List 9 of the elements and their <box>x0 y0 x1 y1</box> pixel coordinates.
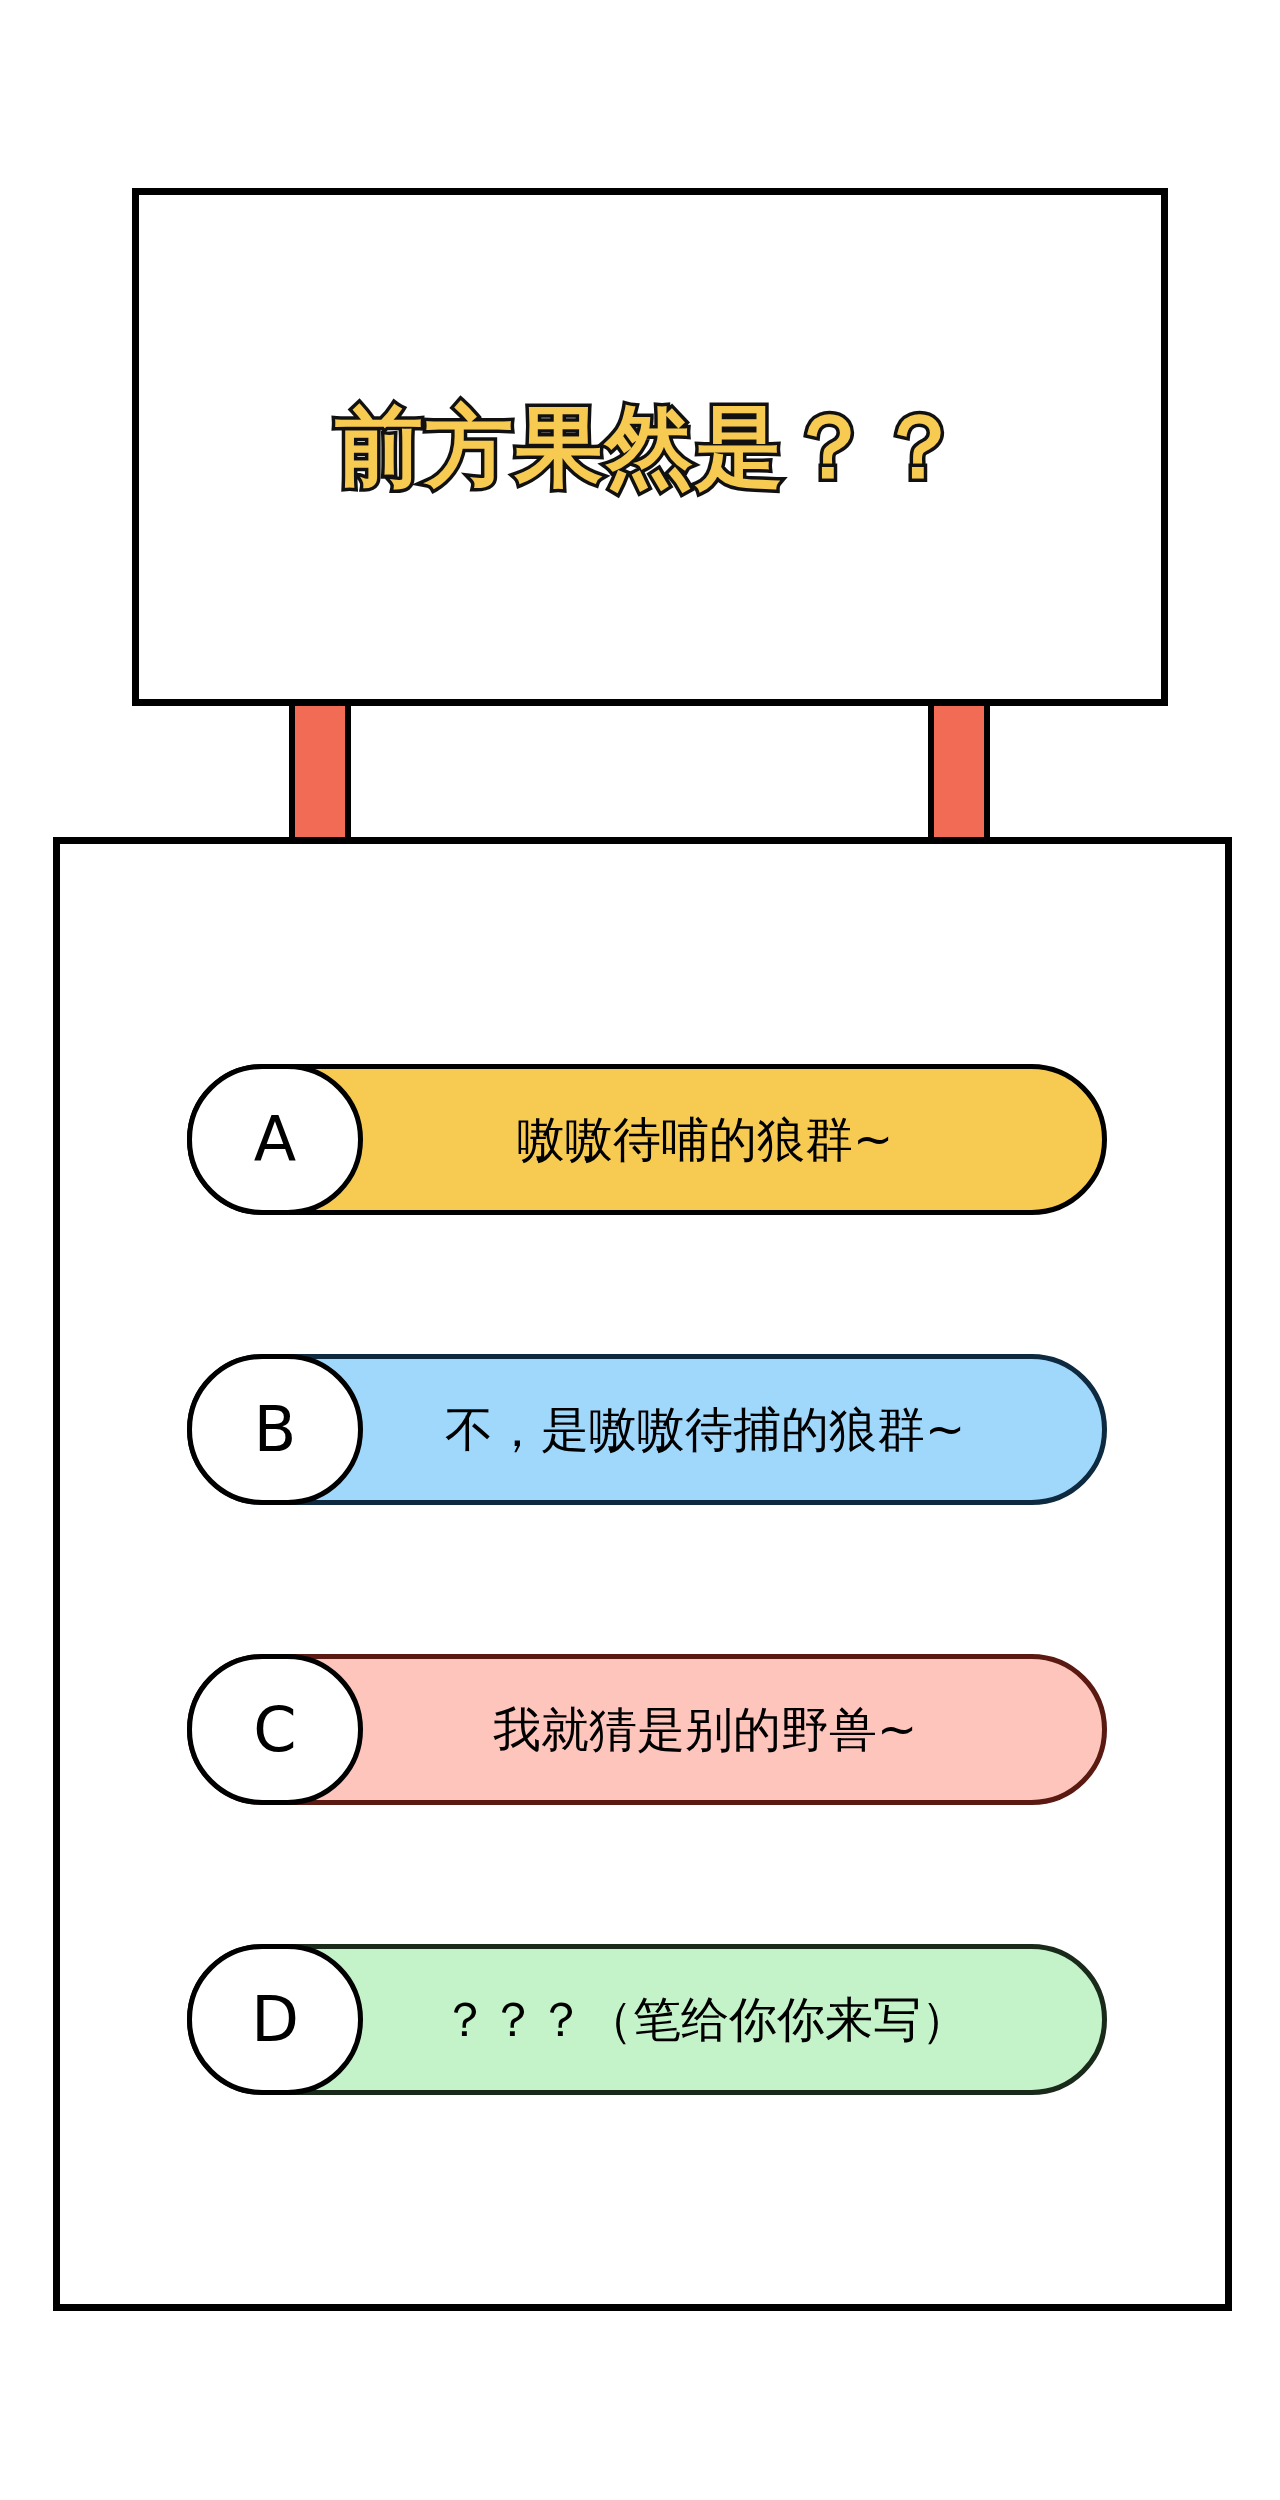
sign-board <box>132 188 1168 706</box>
option-text: 我就猜是别的野兽~ <box>491 1699 919 1759</box>
sign-post <box>289 706 351 837</box>
option-text: 不，是嗷嗷待捕的狼群~ <box>443 1399 967 1459</box>
option-text: 嗷嗷待哺的狼群~ <box>515 1109 895 1169</box>
sign-title: 前方果然是？？ <box>335 393 965 500</box>
option-text: ？？？（笔给你你来写） <box>440 1989 970 2049</box>
answer-board <box>53 837 1232 2311</box>
sign-post <box>928 706 990 837</box>
